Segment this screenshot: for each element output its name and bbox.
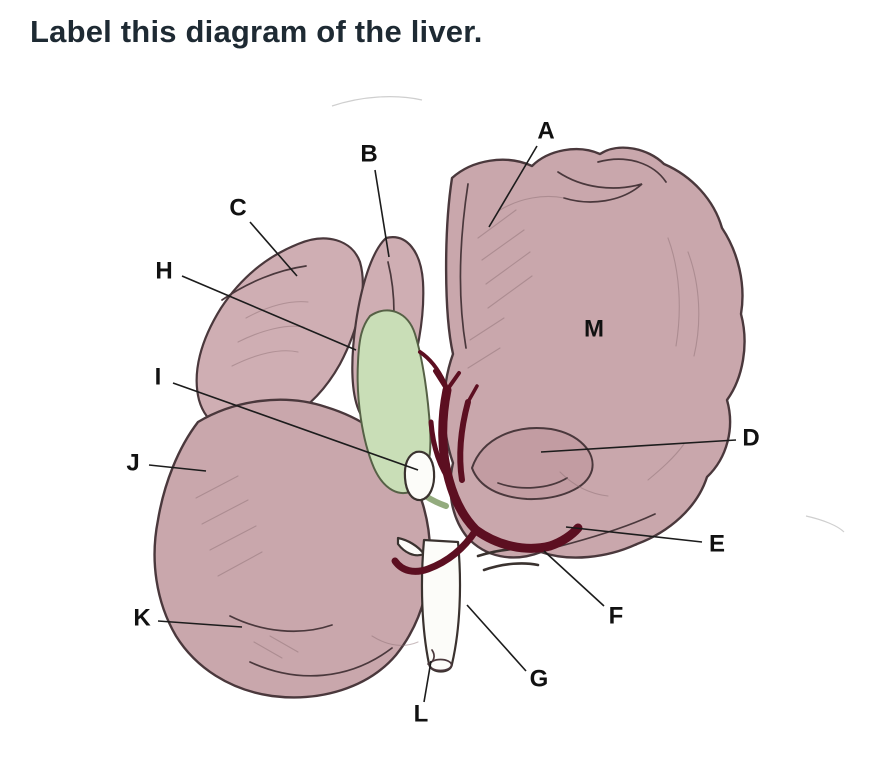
label-line-B <box>374 169 390 258</box>
label-line-H <box>181 275 357 351</box>
label-line-C <box>249 221 298 277</box>
label-K: K <box>133 605 151 632</box>
page-title: Label this diagram of the liver. <box>30 14 483 49</box>
label-line-G <box>466 604 527 672</box>
sketch-mark <box>331 96 423 107</box>
label-M: M <box>584 316 604 343</box>
label-line-A <box>488 145 538 228</box>
right-lobe-shape <box>442 146 746 559</box>
bile-duct-shape <box>403 450 436 502</box>
top-fold-line <box>557 171 643 203</box>
label-A: A <box>537 118 554 145</box>
lobe-curl-line <box>249 647 393 677</box>
label-E: E <box>709 531 725 558</box>
label-H: H <box>155 258 172 285</box>
label-I: I <box>155 364 162 391</box>
label-line-I <box>172 382 419 471</box>
label-G: G <box>530 666 549 693</box>
left-inferior-lobe-shape <box>153 398 432 699</box>
label-J: J <box>126 450 139 477</box>
fissure-line <box>459 183 469 349</box>
vena-cava-tube <box>420 538 462 673</box>
label-C: C <box>229 195 246 222</box>
label-line-K <box>157 620 243 628</box>
top-fold-line <box>597 158 667 183</box>
label-line-J <box>148 464 207 472</box>
label-L: L <box>414 701 429 728</box>
label-line-D <box>540 439 737 453</box>
liver-artwork <box>153 96 845 699</box>
labels-layer: A B C H M I J D E F K G L <box>126 118 759 728</box>
portal-vessels <box>391 350 583 575</box>
label-line-E <box>565 526 703 543</box>
lobe-fold-line <box>229 615 333 633</box>
label-F: F <box>609 603 624 630</box>
label-B: B <box>360 141 377 168</box>
label-line-F <box>543 550 605 607</box>
sketch-mark <box>805 515 845 533</box>
label-line-L <box>423 660 432 703</box>
label-D: D <box>742 425 759 452</box>
stomach-impression-mark <box>482 562 540 572</box>
tube-opening <box>428 658 453 672</box>
